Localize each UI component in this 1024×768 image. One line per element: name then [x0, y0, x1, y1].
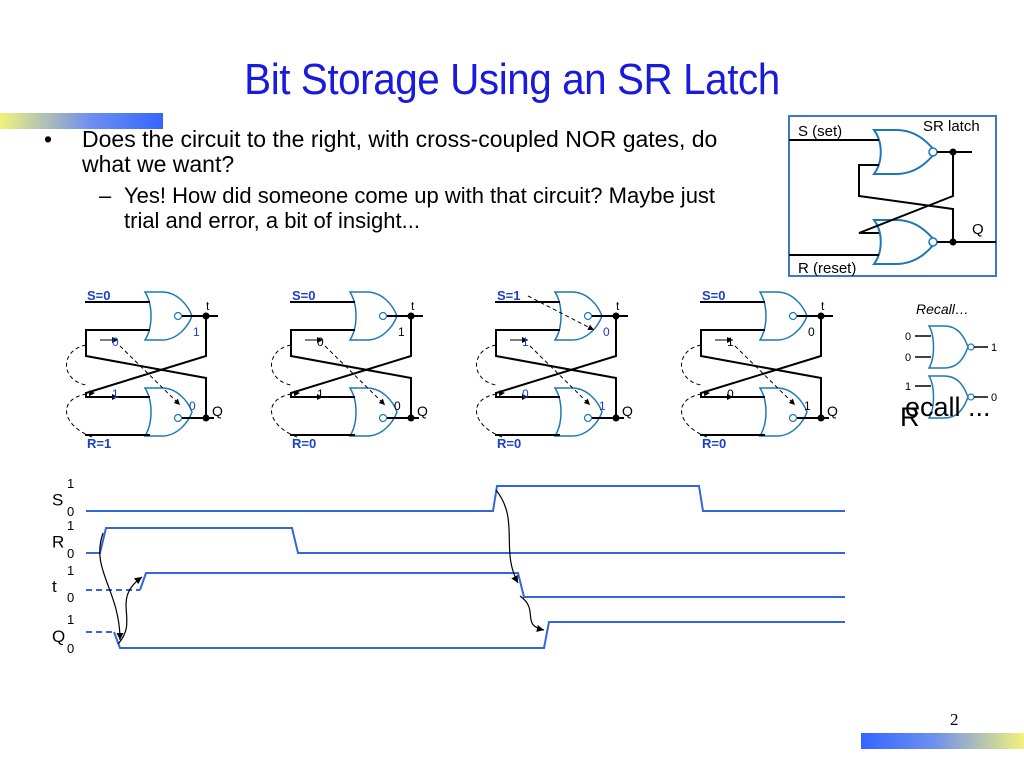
nor-gate-bottom	[143, 387, 193, 437]
snapshot-q-label: Q	[622, 403, 633, 419]
timing-signal-name: R	[52, 533, 64, 552]
latch-snapshot: S=0R=0 tQ 1 0 0 1	[681, 288, 838, 451]
recall-nor-gate-2	[927, 375, 969, 419]
snapshot-s-label: S=1	[497, 288, 521, 303]
page-number: 2	[950, 710, 959, 729]
sr-latch-box	[788, 115, 997, 277]
snapshot-top-output-value: 0	[808, 325, 815, 339]
timing-high-label: 1	[67, 563, 74, 578]
recall-overlay-word: ecall ...	[905, 392, 991, 422]
causality-arrow	[495, 489, 519, 584]
bullet-level-2: – Yes! How did someone come up with that…	[44, 183, 744, 233]
snapshot-top-input-value: 1	[727, 335, 734, 349]
recall-gate1-output: 1	[991, 342, 997, 354]
nor-gate-bottom	[872, 219, 938, 265]
timing-signal-name: S	[52, 491, 63, 510]
snapshot-bottom-input-value: 0	[522, 387, 529, 401]
snapshot-t-label: t	[206, 299, 210, 313]
timing-waveform	[139, 572, 845, 598]
snapshot-top-input-value: 1	[522, 335, 529, 349]
nor-gate-bottom	[348, 387, 398, 437]
s-set-label: S (set)	[798, 123, 842, 140]
timing-high-label: 1	[67, 476, 74, 491]
sub-bullet-text: Yes! How did someone come up with that c…	[124, 183, 716, 233]
q-label: Q	[972, 221, 984, 238]
nor-gate-top	[758, 291, 808, 341]
timing-waveform	[86, 485, 845, 512]
causality-arrow	[99, 532, 124, 641]
snapshot-r-label: R=0	[292, 436, 316, 451]
slide-title: Bit Storage Using an SR Latch	[244, 55, 780, 104]
bottom-right-accent-bar	[861, 733, 1024, 749]
latch-snapshot: S=0R=1 tQ 0 1 1 0	[66, 288, 223, 451]
snapshot-bottom-output-value: 1	[804, 399, 811, 413]
snapshot-top-output-value: 0	[603, 325, 610, 339]
timing-high-label: 1	[67, 612, 74, 627]
timing-signal-name: t	[52, 577, 57, 596]
snapshot-t-label: t	[411, 299, 415, 313]
snapshot-bottom-input-value: 0	[727, 387, 734, 401]
bullet-dash: –	[99, 183, 112, 208]
snapshot-top-output-value: 1	[398, 325, 405, 339]
causality-arrow	[117, 576, 143, 645]
snapshot-t-label: t	[616, 299, 620, 313]
snapshot-r-label: R=0	[702, 436, 726, 451]
snapshot-s-label: S=0	[292, 288, 316, 303]
recall-section: Recall… 0 0 1 1 0	[905, 301, 997, 419]
bullet-list: • Does the circuit to the right, with cr…	[44, 127, 744, 234]
recall-nor-gate-1	[927, 325, 969, 369]
snapshot-top-input-value: 0	[112, 335, 119, 349]
timing-low-label: 0	[67, 546, 74, 561]
nor-gate-bottom	[758, 387, 808, 437]
snapshot-s-label: S=0	[702, 288, 726, 303]
top-left-accent-bar	[0, 113, 163, 129]
snapshot-t-label: t	[821, 299, 825, 313]
nor-gate-bottom	[553, 387, 603, 437]
snapshot-s-label: S=0	[87, 288, 111, 303]
latch-snapshot: S=1R=0 tQ 1 0 0 1	[476, 288, 633, 451]
recall-title: Recall…	[916, 301, 969, 317]
causality-arrow	[519, 595, 545, 633]
nor-gate-top	[348, 291, 398, 341]
sr-latch-label: SR latch	[923, 118, 980, 135]
latch-snapshots: S=0R=1tQ0110S=0R=0tQ0110S=1R=0tQ1001S=0R…	[66, 288, 838, 451]
r-reset-label: R (reset)	[798, 260, 856, 277]
timing-low-label: 0	[67, 504, 74, 519]
bullet-level-1: • Does the circuit to the right, with cr…	[44, 127, 744, 177]
bullet-dot: •	[44, 126, 53, 152]
snapshot-bottom-output-value: 0	[394, 399, 401, 413]
snapshot-bottom-output-value: 1	[599, 399, 606, 413]
recall-gate2-input-a: 1	[905, 381, 911, 393]
latch-snapshot: S=0R=0 tQ 0 1 1 0	[271, 288, 428, 451]
snapshot-q-label: Q	[417, 403, 428, 419]
snapshot-bottom-input-value: 1	[317, 387, 324, 401]
snapshot-q-label: Q	[827, 403, 838, 419]
recall-gate1-input-b: 0	[905, 352, 911, 364]
timing-waveform	[113, 621, 845, 649]
recall-overlay-glyph: R	[900, 402, 920, 432]
snapshot-bottom-input-value: 1	[112, 387, 119, 401]
snapshot-bottom-output-value: 0	[189, 399, 196, 413]
recall-gate2-output: 0	[991, 392, 997, 404]
timing-low-label: 0	[67, 590, 74, 605]
timing-signal-name: Q	[52, 627, 65, 646]
snapshot-top-input-value: 0	[317, 335, 324, 349]
recall-gate1-input-a: 0	[905, 331, 911, 343]
snapshot-r-label: R=0	[497, 436, 521, 451]
snapshot-r-label: R=1	[87, 436, 111, 451]
bullet-text: Does the circuit to the right, with cros…	[82, 126, 718, 177]
snapshot-top-output-value: 1	[193, 325, 200, 339]
timing-low-label: 0	[67, 641, 74, 656]
snapshot-q-label: Q	[212, 403, 223, 419]
timing-waveform	[86, 527, 845, 554]
sr-latch-diagram: SR latch S (set) R (reset) Q	[788, 115, 997, 277]
nor-gate-top	[143, 291, 193, 341]
timing-high-label: 1	[67, 518, 74, 533]
nor-gate-top	[872, 129, 938, 175]
